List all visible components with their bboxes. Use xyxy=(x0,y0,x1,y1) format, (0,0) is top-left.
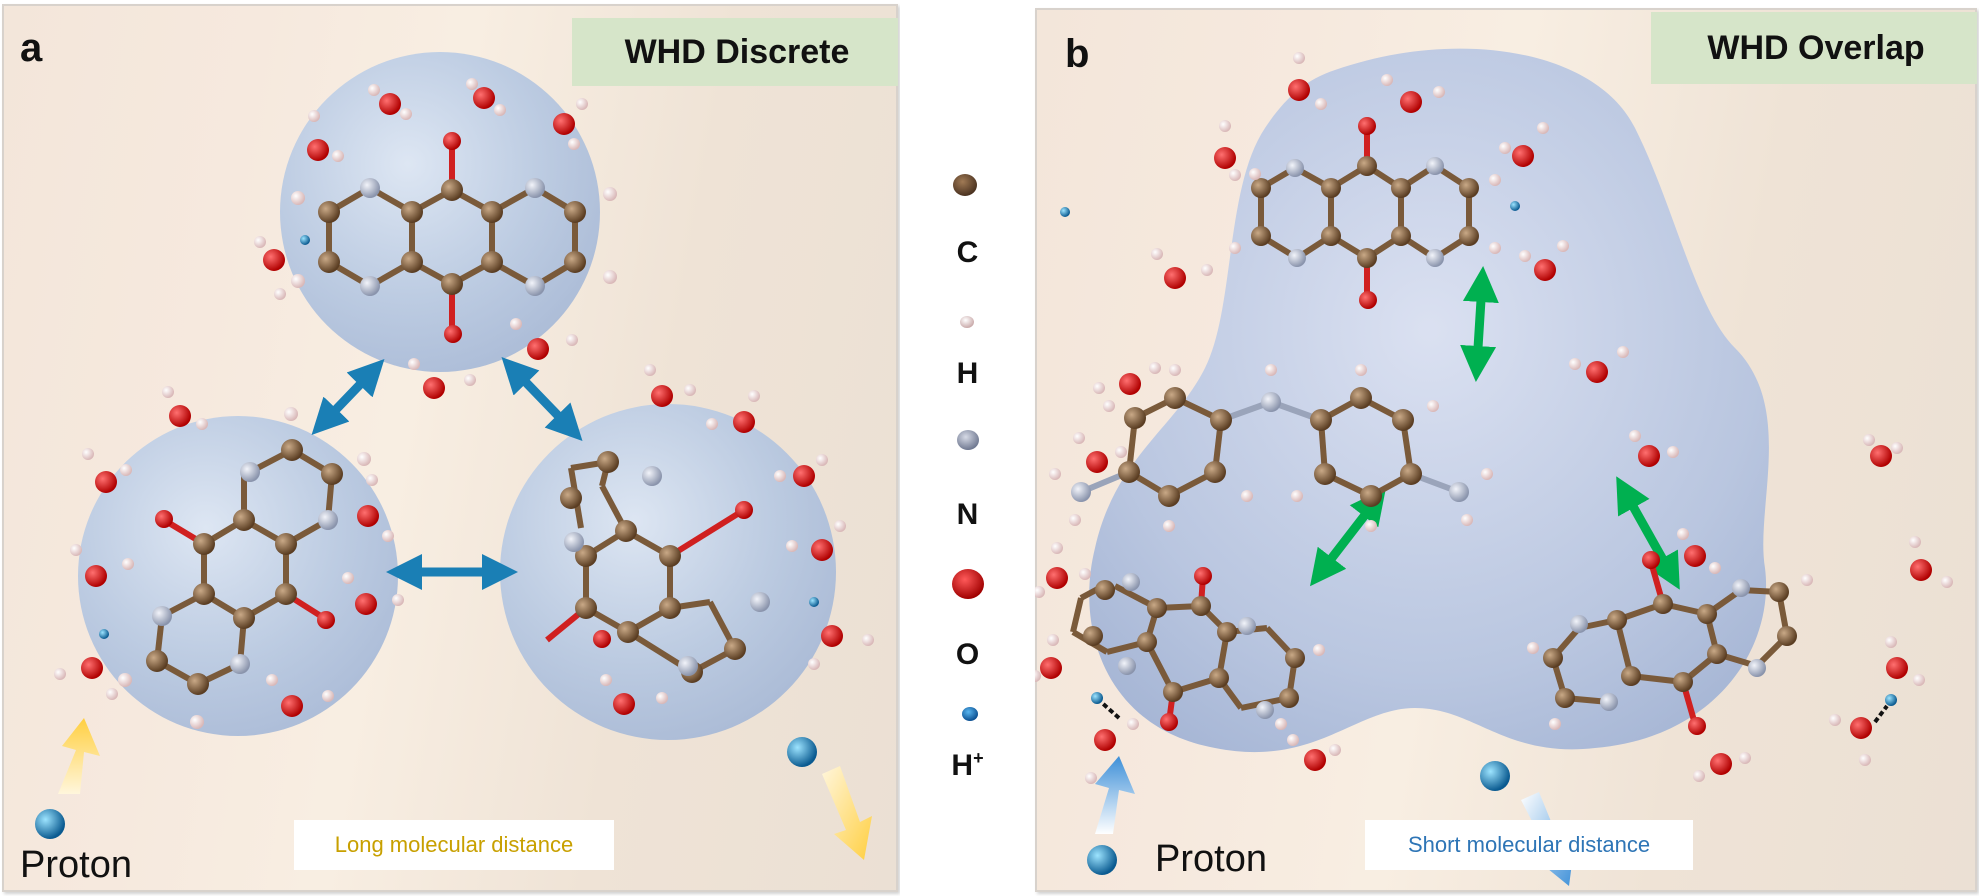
legend-item-hydrogen: H xyxy=(956,357,979,390)
proton-flow-arrow-out xyxy=(822,766,872,860)
proton-icon-out xyxy=(787,737,817,767)
legend-item-nitrogen: N xyxy=(956,498,979,531)
caption-long-molecular-distance: Long molecular distance xyxy=(294,820,614,870)
panel-letter-a: a xyxy=(20,26,43,70)
interaction-arrows-green xyxy=(1310,266,1680,590)
molecule-bottom-right-b xyxy=(1527,551,1813,735)
h-plus-ions xyxy=(99,235,819,639)
discrete-molecular-scene xyxy=(35,52,874,860)
panel-title-whd-overlap: WHD Overlap xyxy=(1651,12,1977,84)
water-molecules-b xyxy=(1035,52,1953,784)
legend-item-carbon: C xyxy=(956,236,979,269)
proton-swatch-icon xyxy=(962,707,978,721)
hydration-bubble-top xyxy=(280,52,600,372)
interaction-arrows xyxy=(311,357,583,590)
proton-icon-out-b xyxy=(1480,761,1510,791)
caption-short-molecular-distance: Short molecular distance xyxy=(1365,820,1693,870)
overlap-hydration-bubble xyxy=(1089,48,1769,753)
hydrogen-bonds xyxy=(1099,700,1889,724)
oxygen-swatch-icon xyxy=(952,569,984,599)
panel-letter-b: b xyxy=(1065,32,1090,76)
proton-label-a: Proton xyxy=(20,844,132,886)
proton-icon-in-b xyxy=(1087,845,1117,875)
legend-swatches xyxy=(952,174,984,721)
nitrogen-swatch-icon xyxy=(957,430,979,450)
panel-a-whd-discrete: a WHD Discrete Proton Long molecular dis… xyxy=(2,4,898,892)
panel-title-whd-discrete: WHD Discrete xyxy=(572,18,898,86)
molecule-bottom-left-b xyxy=(1070,567,1325,731)
molecule-top xyxy=(291,132,617,343)
water-molecules xyxy=(54,78,874,717)
proton-icon-in xyxy=(35,809,65,839)
legend-item-proton: H+ xyxy=(951,748,984,782)
proton-flow-arrow-in xyxy=(58,718,100,794)
molecule-left xyxy=(118,407,371,729)
legend-item-oxygen: O xyxy=(955,638,980,671)
proton-label-b: Proton xyxy=(1155,838,1267,880)
atom-legend: C H N O H+ xyxy=(900,0,1035,896)
proton-flow-arrow-in-b xyxy=(1095,756,1135,834)
molecule-top-b xyxy=(1229,117,1501,309)
molecule-middle-b xyxy=(1049,364,1493,532)
carbon-swatch-icon xyxy=(953,174,977,196)
panel-b-whd-overlap: b WHD Overlap Proton Short molecular dis… xyxy=(1035,8,1977,892)
molecule-right xyxy=(545,451,770,683)
h-plus-ions-b xyxy=(1060,201,1897,706)
overlap-molecular-scene xyxy=(1035,48,1953,886)
hydrogen-swatch-icon xyxy=(960,316,974,328)
